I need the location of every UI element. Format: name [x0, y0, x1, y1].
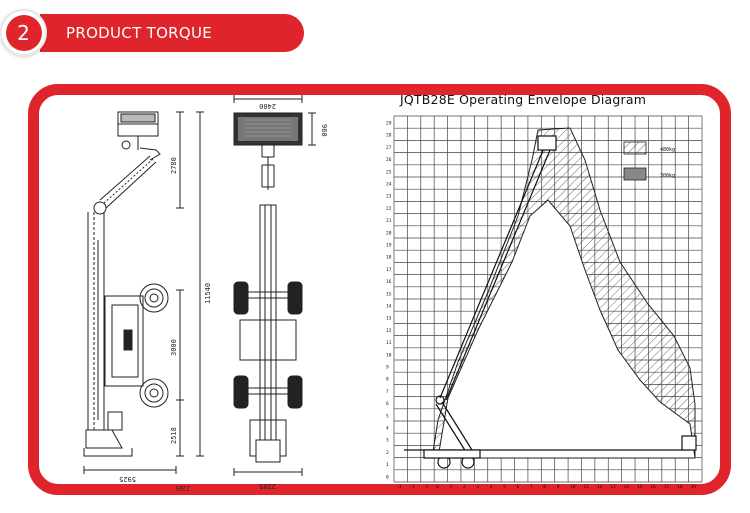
y-axis-label: 3	[386, 438, 389, 444]
y-axis-label: 25	[386, 169, 392, 175]
y-axis-label: 22	[386, 206, 392, 212]
x-axis-label: 12	[597, 484, 603, 490]
y-axis-label: 24	[386, 182, 392, 188]
dim-middle: 3000	[170, 339, 178, 356]
dim-lower: 2518	[170, 427, 178, 444]
x-axis-label: 3	[476, 484, 479, 490]
x-axis-label: -1	[423, 484, 429, 490]
wheel-lower	[139, 378, 169, 408]
y-axis-label: 8	[386, 377, 389, 383]
envelope-title: JQTB28E Operating Envelope Diagram	[400, 92, 647, 107]
legend-label-480kg: 480kg	[660, 147, 675, 153]
x-axis-label: 16	[650, 484, 656, 490]
x-axis-label: 13	[610, 484, 616, 490]
y-axis-label: 27	[386, 145, 392, 151]
dim-upper: 2780	[170, 157, 178, 174]
legend-label-300kg: 300kg	[660, 173, 675, 179]
y-axis-label: 0	[386, 474, 389, 480]
x-axis-label: 9	[557, 484, 560, 490]
y-axis-label: 11	[386, 340, 392, 346]
section-header-bar	[40, 14, 304, 52]
x-axis-label: 2	[463, 484, 466, 490]
x-axis-label: 10	[570, 484, 576, 490]
envelope-region-300kg	[437, 199, 696, 459]
y-axis-label: 29	[386, 121, 392, 127]
legend-swatch-300kg	[623, 167, 647, 181]
y-axis-label: 14	[386, 304, 392, 310]
x-axis-label: 5	[503, 484, 506, 490]
y-axis-label: 10	[386, 352, 392, 358]
x-axis-label: 8	[543, 484, 546, 490]
y-axis-label: 7	[386, 389, 389, 395]
x-axis-label: 19	[691, 484, 697, 490]
rear-view-drawing	[233, 95, 316, 476]
y-axis-label: 19	[386, 243, 392, 249]
y-axis-label: 20	[386, 230, 392, 236]
y-axis-label: 5	[386, 413, 389, 419]
dim-base: 5925	[119, 475, 136, 483]
y-axis-label: 15	[386, 291, 392, 297]
x-axis-label: -3	[396, 484, 402, 490]
boom-overlay	[404, 135, 697, 469]
y-axis-label: 9	[386, 365, 389, 371]
dim-rear-top: 2400	[259, 102, 276, 110]
step-number: 2	[5, 14, 42, 51]
y-axis-label: 2	[386, 450, 389, 456]
dim-overall: 11540	[204, 283, 212, 304]
side-view-drawing	[83, 111, 204, 474]
y-axis-label: 12	[386, 328, 392, 334]
x-axis-label: 7	[530, 484, 533, 490]
y-axis-label: 28	[386, 133, 392, 139]
x-axis-label: 11	[583, 484, 589, 490]
x-axis-label: 1	[450, 484, 453, 490]
y-axis-label: 16	[386, 279, 392, 285]
x-axis-label: 14	[624, 484, 630, 490]
legend-swatch-480kg	[623, 141, 647, 155]
x-axis-label: 6	[517, 484, 520, 490]
x-axis-label: -2	[409, 484, 415, 490]
y-axis-label: 13	[386, 316, 392, 322]
wheel-upper	[139, 283, 169, 313]
y-axis-label: 17	[386, 267, 392, 273]
x-axis-label: 4	[490, 484, 493, 490]
x-axis-label: 18	[677, 484, 683, 490]
x-axis-label: 17	[664, 484, 670, 490]
y-axis-label: 26	[386, 157, 392, 163]
legend	[623, 141, 647, 181]
y-axis-label: 6	[386, 401, 389, 407]
dim-base2: 2285	[175, 484, 190, 491]
y-axis-label: 21	[386, 218, 392, 224]
y-axis-label: 4	[386, 426, 389, 432]
y-axis-label: 23	[386, 194, 392, 200]
y-axis-label: 18	[386, 255, 392, 261]
y-axis-label: 1	[386, 462, 389, 468]
dim-rear-basket: 960	[320, 124, 328, 137]
section-title: PRODUCT TORQUE	[66, 24, 213, 42]
x-axis-label: 0	[436, 484, 439, 490]
dim-rear-base: 2285	[259, 482, 276, 490]
step-badge: 2	[0, 9, 47, 56]
x-axis-label: 15	[637, 484, 643, 490]
y-axis-labels: 2928272625242322212019181716151413121110…	[386, 121, 392, 481]
